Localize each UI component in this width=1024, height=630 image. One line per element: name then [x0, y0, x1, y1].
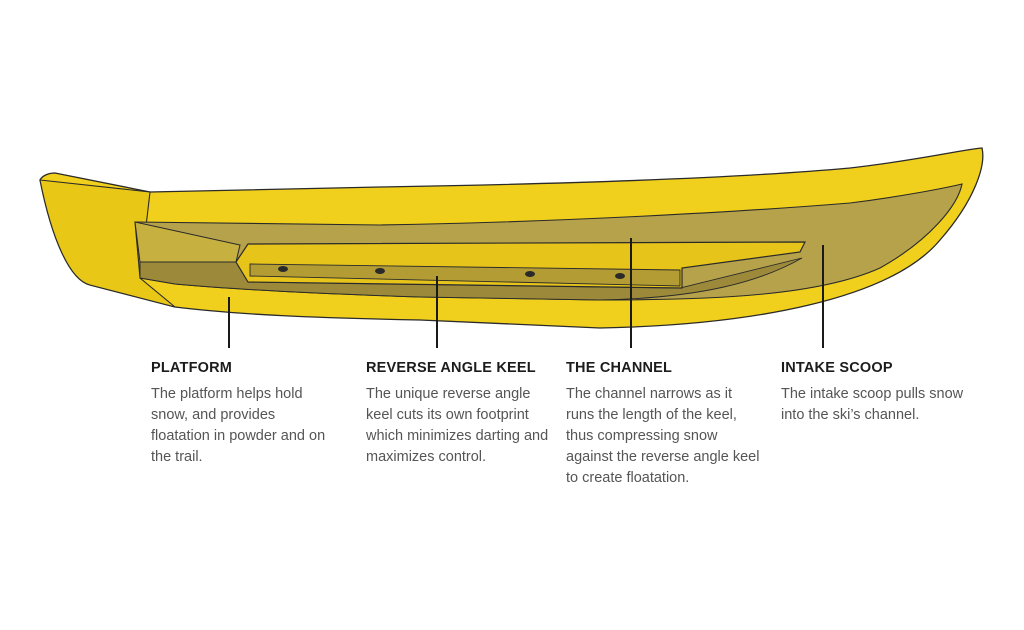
ski-channel-lower: [139, 257, 803, 301]
callout-text-keel: The unique reverse angle keel cuts its o…: [366, 386, 549, 465]
keel-fasteners: [278, 266, 625, 279]
fastener-bolt: [278, 266, 288, 272]
callout-text-channel: The channel narrows as it runs the lengt…: [566, 386, 760, 486]
callout-channel: THE CHANNEL The channel narrows as it ru…: [566, 360, 761, 489]
callout-scoop: INTAKE SCOOP The intake scoop pulls snow…: [781, 360, 981, 426]
keel-rail-slot: [249, 263, 681, 287]
callout-title-platform: PLATFORM: [151, 360, 233, 376]
callout-platform: PLATFORM The platform helps hold snow, a…: [151, 360, 336, 468]
fastener-bolt: [615, 273, 625, 279]
callout-text-scoop: The intake scoop pulls snow into the ski…: [781, 386, 964, 423]
callout-text-platform: The platform helps hold snow, and provid…: [151, 386, 326, 465]
callout-keel: REVERSE ANGLE KEEL The unique reverse an…: [366, 360, 551, 468]
fastener-bolt: [525, 271, 535, 277]
ski-side-wall: [39, 179, 176, 308]
callout-title-channel: THE CHANNEL: [566, 360, 673, 376]
callout-title-keel: REVERSE ANGLE KEEL: [366, 360, 536, 376]
fastener-bolt: [375, 268, 385, 274]
callout-title-scoop: INTAKE SCOOP: [781, 360, 893, 376]
